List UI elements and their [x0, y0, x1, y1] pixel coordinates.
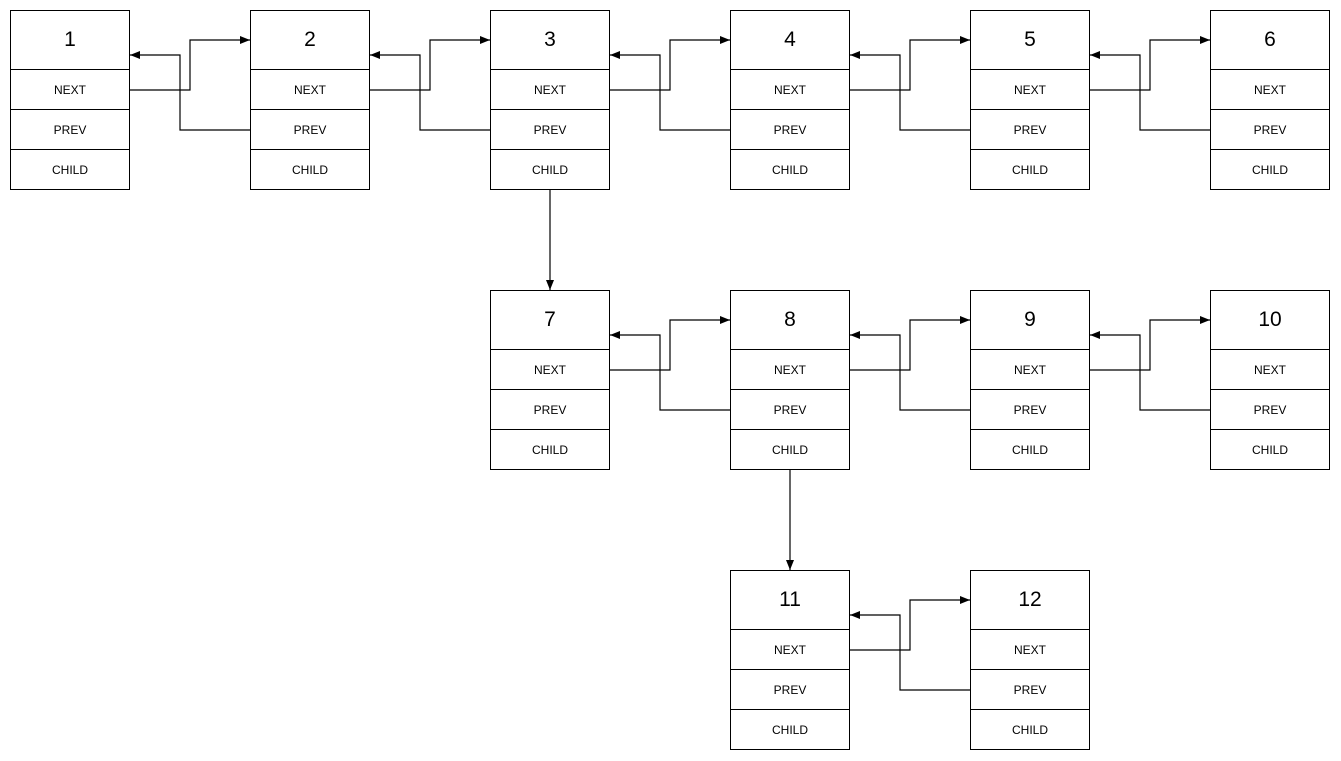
node-9-next-field: NEXT — [970, 350, 1090, 390]
next-arrow-9-to-10 — [1090, 316, 1210, 371]
node-12-value: 12 — [970, 570, 1090, 630]
node-1-child-field: CHILD — [10, 150, 130, 190]
node-6-value: 6 — [1210, 10, 1330, 70]
node-6-prev-field: PREV — [1210, 110, 1330, 150]
node-3-child-field: CHILD — [490, 150, 610, 190]
node-11-child-field: CHILD — [730, 710, 850, 750]
next-arrow-4-to-5 — [850, 36, 970, 91]
next-arrow-8-to-9 — [850, 316, 970, 371]
prev-arrow-5-to-4 — [850, 51, 970, 131]
node-5-value: 5 — [970, 10, 1090, 70]
node-9-prev-field: PREV — [970, 390, 1090, 430]
next-arrow-7-to-8 — [610, 316, 730, 371]
node-5-child-field: CHILD — [970, 150, 1090, 190]
next-arrow-11-to-12 — [850, 596, 970, 651]
node-1-value: 1 — [10, 10, 130, 70]
next-arrow-5-to-6 — [1090, 36, 1210, 91]
prev-arrow-4-to-3 — [610, 51, 730, 131]
node-2-prev-field: PREV — [250, 110, 370, 150]
node-6-child-field: CHILD — [1210, 150, 1330, 190]
node-10-next-field: NEXT — [1210, 350, 1330, 390]
node-5-prev-field: PREV — [970, 110, 1090, 150]
prev-arrow-8-to-7 — [610, 331, 730, 411]
node-10-value: 10 — [1210, 290, 1330, 350]
node-12-next-field: NEXT — [970, 630, 1090, 670]
node-12-prev-field: PREV — [970, 670, 1090, 710]
node-1-prev-field: PREV — [10, 110, 130, 150]
node-7-value: 7 — [490, 290, 610, 350]
next-arrow-1-to-2 — [130, 36, 250, 91]
node-6-next-field: NEXT — [1210, 70, 1330, 110]
node-8-next-field: NEXT — [730, 350, 850, 390]
prev-arrow-12-to-11 — [850, 611, 970, 691]
prev-arrow-9-to-8 — [850, 331, 970, 411]
node-3-prev-field: PREV — [490, 110, 610, 150]
node-9-value: 9 — [970, 290, 1090, 350]
node-11-value: 11 — [730, 570, 850, 630]
node-4-child-field: CHILD — [730, 150, 850, 190]
node-10-prev-field: PREV — [1210, 390, 1330, 430]
prev-arrow-3-to-2 — [370, 51, 490, 131]
prev-arrow-2-to-1 — [130, 51, 250, 131]
next-arrow-3-to-4 — [610, 36, 730, 91]
node-7-child-field: CHILD — [490, 430, 610, 470]
node-2-value: 2 — [250, 10, 370, 70]
node-4-next-field: NEXT — [730, 70, 850, 110]
node-8-value: 8 — [730, 290, 850, 350]
node-8-prev-field: PREV — [730, 390, 850, 430]
node-1-next-field: NEXT — [10, 70, 130, 110]
prev-arrow-10-to-9 — [1090, 331, 1210, 411]
next-arrow-2-to-3 — [370, 36, 490, 91]
node-7-prev-field: PREV — [490, 390, 610, 430]
node-5-next-field: NEXT — [970, 70, 1090, 110]
node-8-child-field: CHILD — [730, 430, 850, 470]
node-3-next-field: NEXT — [490, 70, 610, 110]
node-3-value: 3 — [490, 10, 610, 70]
node-7-next-field: NEXT — [490, 350, 610, 390]
node-11-next-field: NEXT — [730, 630, 850, 670]
node-2-child-field: CHILD — [250, 150, 370, 190]
node-4-prev-field: PREV — [730, 110, 850, 150]
node-2-next-field: NEXT — [250, 70, 370, 110]
node-9-child-field: CHILD — [970, 430, 1090, 470]
node-12-child-field: CHILD — [970, 710, 1090, 750]
prev-arrow-6-to-5 — [1090, 51, 1210, 131]
node-10-child-field: CHILD — [1210, 430, 1330, 470]
node-11-prev-field: PREV — [730, 670, 850, 710]
node-4-value: 4 — [730, 10, 850, 70]
